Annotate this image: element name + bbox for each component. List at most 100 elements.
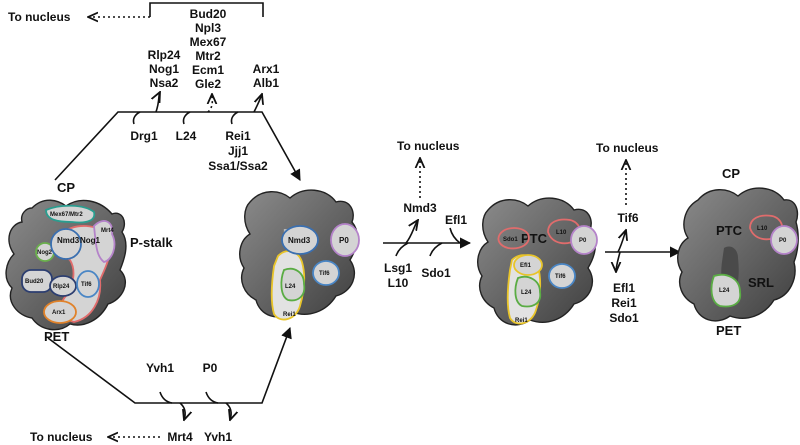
drg1-label: Drg1 [130, 129, 158, 143]
mrt4-label: Mrt4 [101, 228, 114, 234]
arx1-label: Arx1 [52, 310, 66, 316]
step-3: To nucleus Nmd3 Efl1 Lsg1 L10 Sdo1 [383, 139, 472, 290]
p0-blob-2 [330, 223, 360, 257]
left-factor-list: Rlp24 Nog1 Nsa2 [148, 48, 181, 90]
release-curl-right [253, 94, 262, 113]
mex67-mtr2-blob [45, 204, 96, 224]
join-curl-lsg1 [395, 242, 409, 257]
right-factor-list: Arx1 Alb1 [253, 62, 280, 90]
particle-4: CP PET PTC L10 P0 L24 SRL [677, 166, 799, 338]
l10-outline-4 [749, 214, 784, 241]
export-factor: Gle2 [195, 77, 221, 91]
bottom-path-arrow [47, 326, 292, 404]
release-curl-nmd3 [405, 220, 418, 244]
join-curl-sdo1 [429, 242, 443, 257]
rlp24-label: Rlp24 [53, 284, 70, 290]
srl-label: SRL [748, 275, 774, 290]
rlp24-blob [49, 275, 77, 297]
release-curl-export [208, 94, 212, 113]
release-curl-tif6 [617, 230, 626, 253]
pet-label-1: PET [44, 329, 69, 344]
export-factor-list: Bud20 Npl3 Mex67 Mtr2 Ecm1 Gle2 [190, 7, 227, 91]
cp-label-4: CP [722, 166, 740, 181]
p0-label-4: P0 [779, 238, 787, 244]
p-stalk-outline [93, 220, 116, 263]
join-curl-drg1 [132, 111, 141, 125]
ptc-label-4: PTC [716, 223, 743, 238]
bottom-branch: Yvh1 P0 To nucleus Mrt4 Yvh1 [30, 326, 292, 444]
sdo1-join-label: Sdo1 [421, 266, 451, 280]
top-branch: To nucleus Bud20 Npl3 Mex67 Mtr2 Ecm1 Gl… [8, 2, 301, 181]
release-factor: Rlp24 [148, 48, 181, 62]
to-nucleus-step4-label: To nucleus [596, 141, 659, 155]
nmd3-label-2: Nmd3 [288, 236, 311, 245]
tif6-label-3: Tif6 [555, 274, 566, 280]
lsg1-label: Lsg1 [384, 261, 412, 275]
export-factor: Mtr2 [195, 49, 221, 63]
l10-label-3: L10 [556, 230, 567, 236]
yvh1-top-label: Yvh1 [146, 361, 174, 375]
release-curl-left [156, 92, 160, 113]
l10-label: L10 [388, 276, 409, 290]
l10-label-4: L10 [757, 226, 768, 232]
rei1-label-2: Rei1 [283, 312, 296, 318]
nog2-label: Nog2 [37, 250, 53, 256]
efl1-join-label: Efl1 [445, 213, 467, 227]
rei-group-item: Jjj1 [228, 144, 248, 158]
nmd3-blob-2 [281, 225, 319, 255]
p0-label-2: P0 [339, 236, 349, 245]
particle-1: CP P-stalk PET Mex67/Mtr2 Nog2 Mrt4 Nmd3… [5, 180, 173, 344]
mrt4-bottom-label: Mrt4 [167, 430, 193, 444]
step4-released: Rei1 [611, 296, 637, 310]
step4-released: Efl1 [613, 281, 635, 295]
to-nucleus-top-label: To nucleus [8, 10, 71, 24]
l24-label-4: L24 [719, 288, 730, 294]
step4-released: Sdo1 [609, 311, 639, 325]
particle-2: PTC Nmd3 P0 Tif6 L24 Rei1 [239, 189, 360, 321]
ribosome-body-4 [677, 187, 799, 322]
bud20-label: Bud20 [25, 279, 44, 285]
nmd3-released-label: Nmd3 [403, 201, 437, 215]
rei-group-item: Rei1 [225, 129, 251, 143]
p0-label-3: P0 [579, 238, 587, 244]
tif6-blob-3 [548, 263, 576, 289]
release-curl-yvh1 [225, 402, 231, 420]
release-factor: Alb1 [253, 76, 279, 90]
l24-blob-4 [710, 273, 742, 308]
release-factor: Arx1 [253, 62, 280, 76]
arx1-blob [43, 300, 77, 324]
release-factor: Nog1 [149, 62, 179, 76]
export-factors-bracket [149, 2, 264, 17]
efl1-blob-3 [513, 254, 543, 276]
p0-blob-3 [570, 225, 598, 255]
tif6-blob-1 [76, 270, 100, 298]
sdo1-label-3: Sdo1 [503, 237, 518, 243]
sdo1-outline-3 [497, 227, 530, 250]
export-factor: Bud20 [190, 7, 227, 21]
release-factor: Nsa2 [150, 76, 179, 90]
rei1-label-3: Rei1 [515, 318, 528, 324]
join-curl-yvh1 [159, 391, 173, 404]
yvh1-bottom-label: Yvh1 [204, 430, 232, 444]
tif6-label-1: Tif6 [81, 282, 92, 288]
tif6-label-2: Tif6 [319, 271, 330, 277]
export-factor: Ecm1 [192, 63, 224, 77]
join-curl-efl1 [449, 227, 461, 244]
to-nucleus-step3-label: To nucleus [397, 139, 460, 153]
l24-blob-3 [514, 275, 542, 308]
l24-label-3: L24 [521, 290, 532, 296]
step-4: To nucleus Tif6 Efl1 Rei1 Sdo1 [596, 141, 682, 325]
release-curl-efl1 [616, 251, 620, 272]
mex67-label: Mex67/Mtr2 [50, 212, 83, 218]
nog1-label: Nog1 [80, 236, 101, 245]
export-factor: Mex67 [190, 35, 227, 49]
release-curl-mrt4 [179, 402, 185, 420]
join-curl-rei1 [230, 111, 239, 125]
rei-group-item: Ssa1/Ssa2 [208, 159, 268, 173]
p0-blob-4 [770, 225, 798, 255]
l24-label: L24 [176, 129, 197, 143]
export-factor: Npl3 [195, 21, 221, 35]
efl1-label-3: Efl1 [520, 263, 532, 269]
join-curl-l24 [182, 111, 191, 125]
